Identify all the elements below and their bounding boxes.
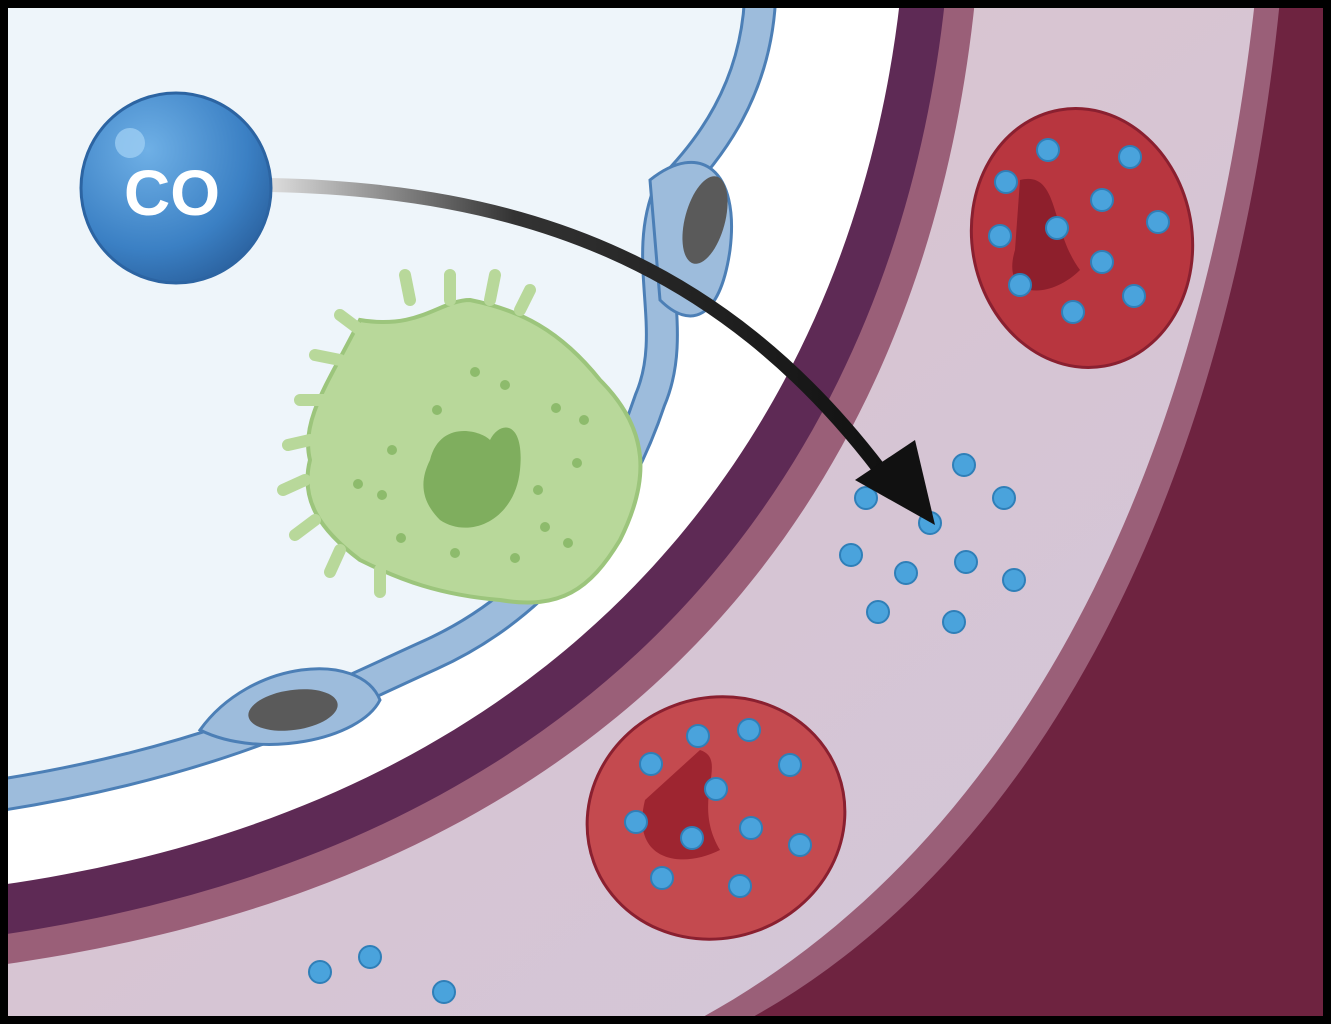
macrophage (277, 269, 643, 605)
cell-nucleus (682, 176, 728, 264)
co-molecule-sphere: CO (79, 91, 273, 285)
cell-nucleus (248, 689, 338, 731)
co-label: CO (124, 157, 220, 229)
diffusion-arrow (269, 178, 935, 525)
co-molecules (308, 138, 1170, 1004)
